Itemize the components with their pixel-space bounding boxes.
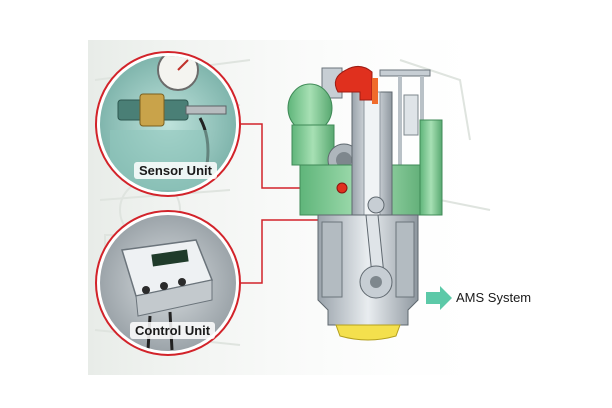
control-connector bbox=[236, 219, 340, 284]
ams-system-label: AMS System bbox=[456, 290, 532, 305]
marine-engine-cutaway bbox=[287, 66, 443, 341]
arrow-right-icon bbox=[426, 286, 452, 310]
sensor-unit-label: Sensor Unit bbox=[134, 162, 217, 179]
control-unit-label: Control Unit bbox=[130, 322, 216, 339]
